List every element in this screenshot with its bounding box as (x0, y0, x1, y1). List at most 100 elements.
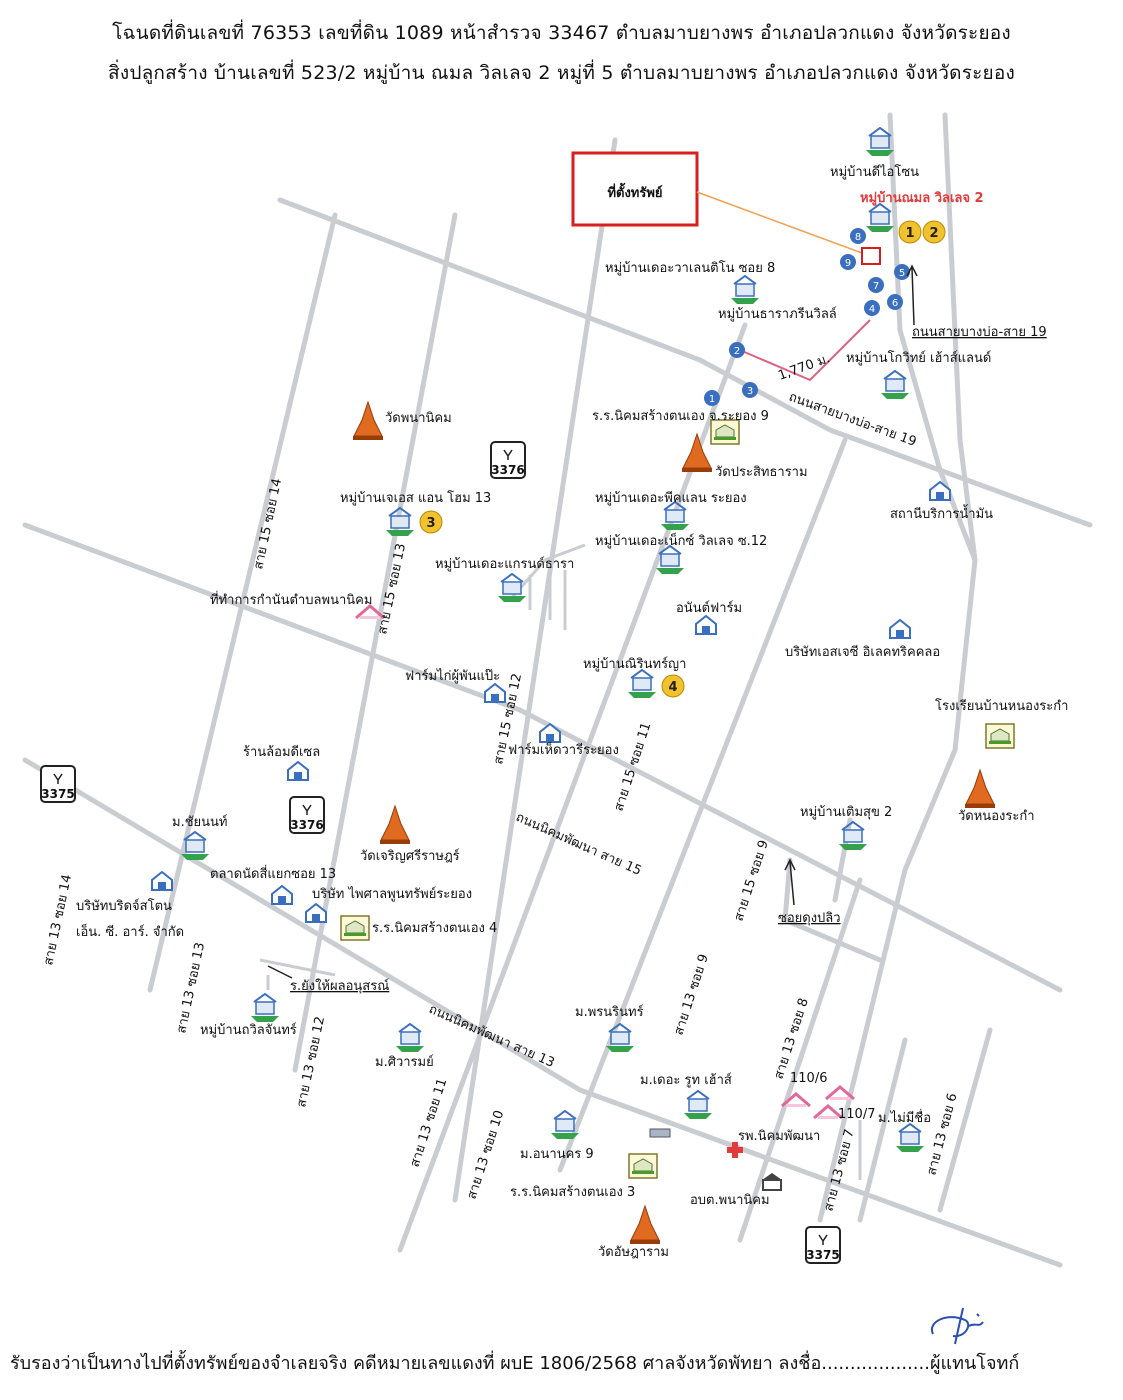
school-icon (340, 915, 370, 941)
label-s13-soi11: สาย 13 ซอย 11 (408, 1077, 451, 1170)
label-company-line1: บริษัทบริดจ์สโตน (76, 898, 172, 914)
label-s13-soi12: สาย 13 ซอย 12 (294, 1015, 328, 1109)
highway-3376-shield: 3376 (490, 441, 526, 479)
blue-marker-7: 7 (868, 277, 884, 293)
label-namol: หมู่บ้านณมล วิลเลจ 2 (860, 190, 984, 206)
label-school4: ร.ร.นิคมสร้างตนเอง 4 (372, 921, 497, 936)
label-farm-kai: ฟาร์มไก่ผู้พันแป๊ะ (405, 668, 500, 684)
barn-icon (151, 871, 173, 891)
label-school3: ร.ร.นิคมสร้างตนเอง 3 (510, 1185, 635, 1200)
label-s13-soi10: สาย 13 ซอย 10 (465, 1109, 508, 1202)
label-obt: อบต.พนานิคม (690, 1193, 770, 1208)
map-icons (151, 127, 1015, 1245)
label-s15-soi14: สาย 15 ซอย 14 (251, 477, 285, 571)
yellow-marker-1: 1 (898, 220, 922, 244)
village-icon (838, 821, 868, 851)
blue-marker-2: 2 (729, 342, 745, 358)
temple-icon (681, 433, 713, 473)
label-js: หมู่บ้านเจเอส แอน โฮม 13 (340, 490, 491, 506)
temple-icon (352, 401, 384, 441)
hospital-icon (727, 1142, 743, 1158)
road-nikom-13 (22, 757, 1063, 1268)
blue-marker-8: 8 (850, 228, 866, 244)
label-s13-soi13: สาย 13 ซอย 13 (174, 941, 208, 1035)
signature-mark (930, 1307, 984, 1345)
label-company-line2: เอ็น. ซี. อาร์. จำกัด (76, 922, 184, 940)
blue-marker-6: 6 (887, 294, 903, 310)
yellow-marker-4: 4 (661, 674, 685, 698)
label-farm-het: ฟาร์มเห็ดวารีระยอง (508, 740, 619, 758)
label-school-nong: โรงเรียนบ้านหนองระกำ (935, 698, 1068, 714)
barn-icon (889, 619, 911, 639)
barn-icon (305, 903, 327, 923)
property-callout-box (571, 151, 699, 227)
label-wat-prasit: วัดประสิทธาราม (715, 465, 808, 480)
svg-text:2: 2 (734, 346, 740, 357)
svg-text:3375: 3375 (806, 1248, 839, 1262)
label-110-7: 110/7 (838, 1107, 875, 1122)
barn-icon (287, 761, 309, 781)
svg-text:2: 2 (929, 226, 938, 241)
label-hosp: รพ.นิคมพัฒนา (738, 1129, 820, 1144)
label-nirin: หมู่บ้านณิรินทร์ญา (583, 656, 686, 672)
label-station: สถานีบริการน้ำมัน (890, 504, 993, 522)
road-soi-dung (782, 857, 883, 963)
svg-text:3375: 3375 (41, 787, 74, 801)
label-s13-soi7: สาย 13 ซอย 7 (821, 1128, 857, 1213)
label-siwa: ม.ศิวารมย์ (375, 1054, 434, 1070)
property-marker (861, 247, 881, 265)
blue-marker-1: 1 (704, 390, 720, 406)
label-road-nikom13: ถนนนิคมพัฒนา สาย 13 (426, 1002, 556, 1071)
road-sai13-soi8 (737, 877, 863, 1243)
label-s13-soi14: สาย 13 ซอย 14 (41, 873, 75, 967)
temple-icon (964, 769, 996, 809)
label-chayanon: ม.ชัยนนท์ (172, 814, 228, 830)
temple-icon (629, 1205, 661, 1245)
road-sai15-soi14 (147, 212, 338, 993)
svg-text:8: 8 (855, 232, 861, 243)
highway-shields: 3376 3376 3375 3375 (40, 441, 841, 1264)
label-s15-soi11: สาย 15 ซอย 11 (612, 721, 655, 814)
callout-leader-line (696, 191, 871, 257)
label-nameless: ม.ไม่มีชื่อ (878, 1109, 931, 1126)
school-icon (985, 723, 1015, 749)
label-market: ตลาดนัดสี่แยกซอย 13 (210, 865, 336, 882)
label-lom: ร้านล้อมดีเซล (243, 744, 320, 760)
blue-marker-4: 4 (864, 300, 880, 316)
label-the-valen: หมู่บ้านเดอะวาเลนติโน ซอย 8 (605, 260, 775, 276)
village-icon (550, 1110, 580, 1140)
highway-3375-shield: 3375 (805, 1226, 841, 1264)
road-nikom-15 (22, 522, 1063, 993)
svg-text:3376: 3376 (290, 818, 323, 832)
label-ananakhon: ม.อนานคร 9 (520, 1147, 594, 1162)
label-wat-phana: วัดพนานิคม (385, 411, 452, 426)
location-map: ที่ตั้งทรัพย์ 8 9 5 7 4 6 2 1 3 1 2 3 4 (22, 112, 1093, 1268)
label-distance: 1,770 ม. (776, 351, 832, 384)
road-bangbo-19 (277, 197, 1093, 528)
barn-icon (271, 885, 293, 905)
header-building: สิ่งปลูกสร้าง บ้านเลขที่ 523/2 หมู่บ้าน … (108, 62, 1015, 84)
blue-markers: 8 9 5 7 4 6 2 1 3 (704, 228, 910, 406)
svg-text:3: 3 (426, 516, 435, 531)
label-kowit: หมู่บ้านโกวิทย์ เฮ้าส์แลนด์ (846, 350, 991, 366)
label-kamnan: ที่ทำการกำนันตำบลพนานิคม (210, 591, 372, 608)
pointer-arrows (267, 264, 918, 979)
yellow-marker-2: 2 (922, 220, 946, 244)
label-school9: ร.ร.นิคมสร้างตนเอง จ.ระยอง 9 (592, 409, 769, 424)
map-labels: หมู่บ้านดีไอโซน หมู่บ้านณมล วิลเลจ 2 หมู… (41, 164, 1068, 1260)
label-next: หมู่บ้านเดอะเน็กซ์ วิลเลจ ซ.12 (595, 531, 767, 549)
village-icon (627, 669, 657, 699)
header-title-deed: โฉนดที่ดินเลขที่ 76353 เลขที่ดิน 1089 หน… (112, 22, 1011, 44)
road-sai13-soi7 (857, 1037, 908, 1223)
label-thara: หมู่บ้านธาราภรีนวิลล์ (718, 306, 837, 322)
svg-text:9: 9 (845, 258, 851, 269)
village-icon (730, 275, 760, 305)
label-road-nikom15: ถนนนิคมพัฒนา สาย 15 (513, 810, 643, 879)
bus-icon (649, 1128, 671, 1138)
label-s13-soi9: สาย 13 ซอย 9 (672, 952, 712, 1037)
label-yang: ร.ยังให้ผลอนุสรณ์ (290, 978, 389, 994)
road-sai13-soi6 (937, 1027, 993, 1213)
village-icon (683, 1090, 713, 1120)
blue-marker-9: 9 (840, 254, 856, 270)
minor-roads (259, 543, 862, 1180)
